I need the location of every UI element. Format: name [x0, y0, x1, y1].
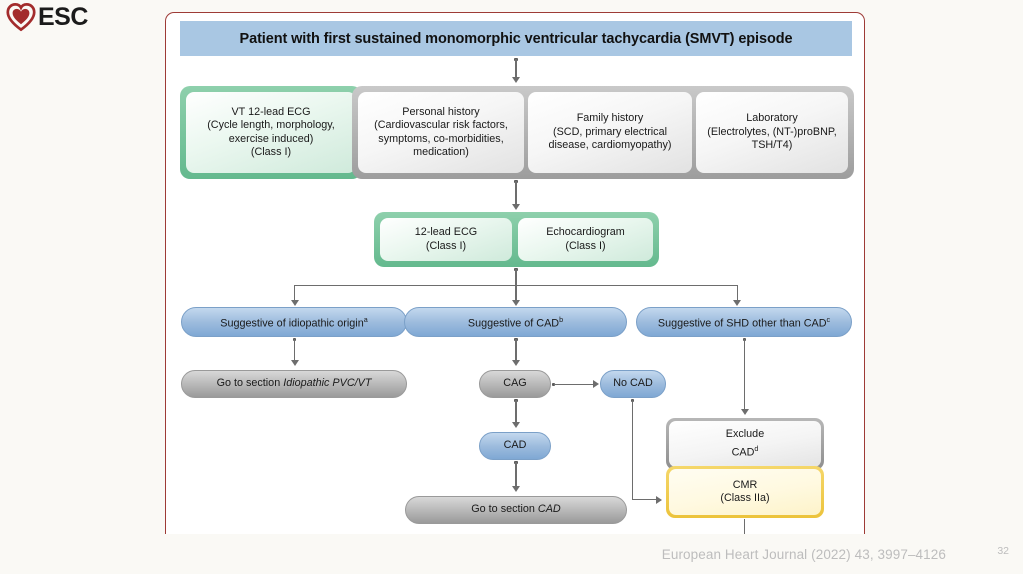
page-number: 32 [997, 545, 1009, 557]
branch-pill-shd[interactable]: Suggestive of SHD other than CADc [636, 307, 852, 337]
outcome-label: Go to section Idiopathic PVC/VT [216, 377, 372, 390]
outcome-box-exclude-cad[interactable]: Exclude CADd [666, 418, 824, 470]
outcome-pill-cad-section[interactable]: Go to section CAD [405, 496, 627, 524]
assessment-box-vt-ecg[interactable]: VT 12-lead ECG (Cycle length, morphology… [186, 92, 356, 173]
assessment-group-grey: Personal history (Cardiovascular risk fa… [352, 86, 854, 179]
connector-cag-to-nocad [554, 383, 595, 385]
assessment-box-family-history[interactable]: Family history (SCD, primary electrical … [528, 92, 692, 173]
connector-shd-to-exclude [744, 339, 746, 411]
branch-label: Suggestive of CADb [467, 315, 564, 330]
arrow-nocad-to-cmr [656, 495, 662, 504]
outcome-pill-idiopathic-section[interactable]: Go to section Idiopathic PVC/VT [181, 370, 407, 398]
arrow-cag-to-nocad [593, 380, 599, 388]
diagnostics-box-echo[interactable]: Echocardiogram (Class I) [518, 218, 653, 261]
outcome-label: CAG [503, 377, 527, 390]
assessment-title: VT 12-lead ECG [231, 105, 311, 118]
diagnostics-title: Echocardiogram [546, 226, 625, 239]
diagnostics-box-ecg[interactable]: 12-lead ECG (Class I) [380, 218, 512, 261]
branch-pill-idiopathic[interactable]: Suggestive of idiopathic origina [181, 307, 407, 337]
connector-title-to-assessment [515, 59, 517, 79]
arrow-cag-to-cad [511, 422, 520, 428]
diagnostics-class: (Class I) [565, 239, 606, 252]
outcome-label: CAD [503, 439, 527, 452]
connector-cag-to-cad [515, 400, 517, 424]
assessment-detail: (Electrolytes, (NT-)proBNP, TSH/T4) [707, 125, 837, 152]
branch-pill-cad[interactable]: Suggestive of CADb [404, 307, 627, 337]
outcome-line1: Exclude [725, 428, 765, 441]
arrow-branch-left [290, 300, 299, 306]
assessment-detail: (Cardiovascular risk factors, symptoms, … [374, 119, 508, 158]
outcome-box-cmr[interactable]: CMR (Class IIa) [666, 466, 824, 518]
outcome-line2: (Class IIa) [720, 492, 770, 504]
assessment-title: Personal history [402, 105, 480, 118]
arrow-cad-to-cag [511, 360, 520, 366]
esc-heart-icon [6, 3, 36, 32]
arrow-branch-right [733, 300, 742, 306]
diagnostics-title: 12-lead ECG [414, 226, 478, 239]
connector-nub [552, 382, 556, 386]
connector-assessment-to-diagnostics [515, 181, 517, 206]
connector-cad-to-cag [515, 339, 517, 362]
connector-nocad-to-cmr [632, 499, 658, 501]
assessment-group-green: VT 12-lead ECG (Cycle length, morphology… [180, 86, 362, 179]
assessment-title: Family history [576, 112, 644, 125]
assessment-detail: (Cycle length, morphology, exercise indu… [207, 119, 335, 145]
outcome-pill-no-cad[interactable]: No CAD [600, 370, 666, 398]
assessment-box-laboratory[interactable]: Laboratory (Electrolytes, (NT-)proBNP, T… [696, 92, 848, 173]
slide-panel: Patient with first sustained monomorphic… [165, 12, 865, 534]
esc-logo: ESC [6, 2, 88, 32]
outcome-line1: CMR [732, 478, 758, 491]
arrow-title-to-assessment [511, 77, 520, 83]
footer-citation: European Heart Journal (2022) 43, 3997–4… [661, 547, 946, 562]
footer-strip [0, 534, 1023, 574]
assessment-title: Laboratory [746, 112, 798, 125]
outcome-label: Go to section CAD [471, 503, 561, 516]
arrow-cad-to-section [511, 486, 520, 492]
connector-nocad-drop [632, 400, 634, 500]
assessment-detail: (SCD, primary electrical disease, cardio… [548, 125, 672, 152]
outcome-label: No CAD [613, 377, 653, 390]
outcome-line2: CADd [731, 443, 759, 459]
outcome-pill-cad[interactable]: CAD [479, 432, 551, 460]
arrow-branch-center [511, 300, 520, 306]
assessment-class: (Class I) [250, 145, 292, 158]
connector-cmr-down [744, 519, 746, 534]
connector-idiopathic [294, 339, 296, 362]
assessment-box-personal-history[interactable]: Personal history (Cardiovascular risk fa… [358, 92, 524, 173]
connector-branch-bus [294, 285, 738, 287]
arrow-idiopathic [290, 360, 299, 366]
diagnostics-class: (Class I) [425, 239, 467, 252]
page-title: Patient with first sustained monomorphic… [180, 21, 852, 56]
esc-wordmark: ESC [38, 2, 88, 31]
arrow-shd-to-exclude [740, 409, 749, 415]
connector-cad-to-section [515, 462, 517, 488]
page-title-text: Patient with first sustained monomorphic… [239, 30, 793, 47]
outcome-pill-cag[interactable]: CAG [479, 370, 551, 398]
connector-branch-right-drop [736, 285, 738, 302]
branch-label: Suggestive of idiopathic origina [220, 315, 368, 330]
arrow-assessment-to-diagnostics [511, 204, 520, 210]
branch-label: Suggestive of SHD other than CADc [657, 315, 831, 330]
connector-branch-left-drop [294, 285, 296, 302]
diagnostics-group: 12-lead ECG (Class I) Echocardiogram (Cl… [374, 212, 659, 267]
